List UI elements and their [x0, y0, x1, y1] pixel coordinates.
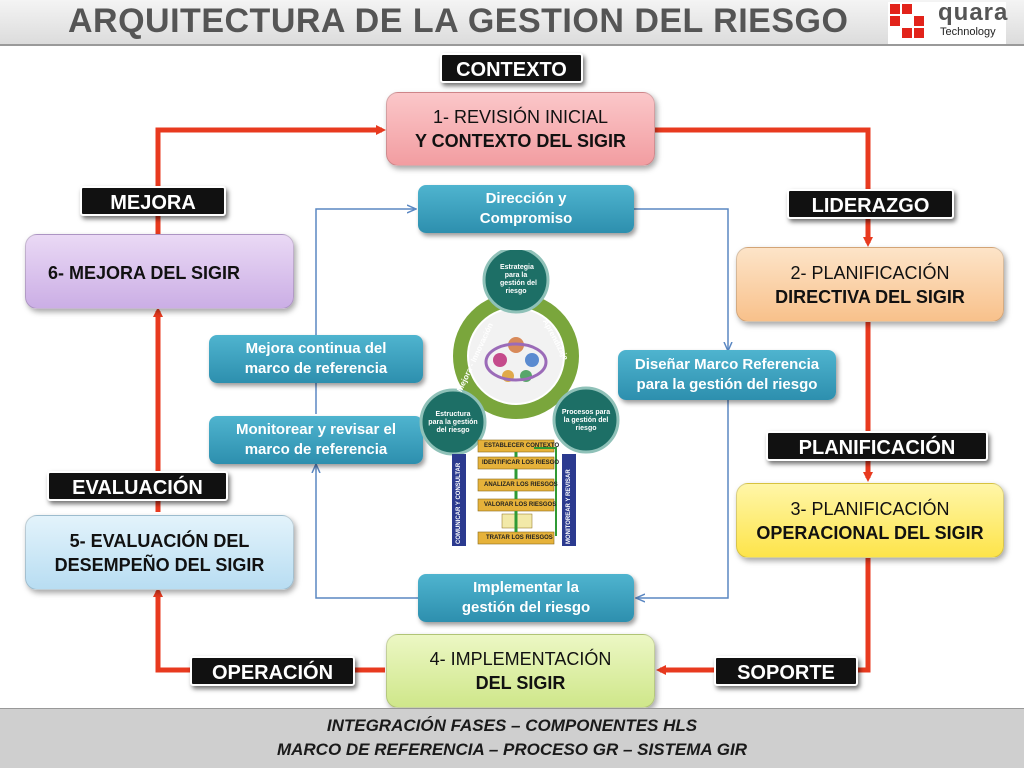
top-circle-line1: Estrategia: [500, 264, 534, 271]
center-risk-process-graphic: Estrategia para la gestión del riesgo Es…: [416, 246, 622, 550]
inner-direccion-compromiso: Dirección y Compromiso: [418, 185, 634, 233]
phase-6-line1: 6- MEJORA DEL SIGIR: [48, 263, 241, 283]
inner-mejora-continua: Mejora continua del marco de referencia: [209, 335, 423, 383]
top-circle-label: Estrategia para la gestión del riesgo: [500, 264, 537, 296]
left-circle-label: Estructura para la gestión del riesgo: [428, 411, 478, 435]
inner-implementar-line1: Implementar la: [473, 579, 579, 596]
right-circle-line1: Procesos para: [561, 409, 611, 416]
right-circle-line3: riesgo: [575, 425, 597, 432]
arrow-dir-to-dis: [634, 208, 728, 349]
company-logo: quara Technology: [888, 0, 1009, 44]
inner-mejora-line2: marco de referencia: [244, 360, 388, 377]
arrow-imp-to-mon: [316, 466, 418, 599]
logo-word: quara: [938, 0, 1009, 26]
arrow-p3-to-p4: [656, 558, 871, 675]
side-right-label: MONITOREAR Y REVISAR: [566, 469, 572, 544]
footer-line-1: INTEGRACIÓN FASES – COMPONENTES HLS: [326, 716, 698, 735]
side-left-label: COMUNICAR Y CONSULTAR: [456, 462, 462, 544]
header-bar: ARQUITECTURA DE LA GESTION DEL RIESGO qu…: [0, 0, 1024, 46]
top-circle-line4: riesgo: [505, 288, 527, 295]
phase-3-line2: OPERACIONAL DEL SIGIR: [756, 522, 984, 543]
logo-subtitle: Technology: [940, 26, 996, 38]
phase-5-line1: 5- EVALUACIÓN DEL: [69, 530, 250, 551]
footer-line-2: MARCO DE REFERENCIA – PROCESO GR – SISTE…: [276, 740, 748, 759]
phase-2-planificacion-directiva: 2- PLANIFICACIÓN DIRECTIVA DEL SIGIR: [736, 247, 1004, 322]
center-graphic-shapes: [419, 246, 620, 546]
phase-5-line2: DESEMPEÑO DEL SIGIR: [54, 554, 265, 575]
step-4-label: VALORAR LOS RIESGOS: [484, 502, 557, 508]
phase-4-implementacion: 4- IMPLEMENTACIÓN DEL SIGIR: [386, 634, 655, 708]
inner-implementar-line2: gestión del riesgo: [461, 599, 591, 616]
page-title: ARQUITECTURA DE LA GESTION DEL RIESGO: [68, 2, 849, 40]
phase-1-line1: 1- REVISIÓN INICIAL: [432, 107, 609, 127]
phase-4-line2: DEL SIGIR: [475, 673, 566, 693]
phase-1-revision-inicial: 1- REVISIÓN INICIAL Y CONTEXTO DEL SIGIR: [386, 92, 655, 166]
phase-3-line1: 3- PLANIFICACIÓN: [790, 498, 950, 519]
footer-bar: INTEGRACIÓN FASES – COMPONENTES HLS MARC…: [0, 708, 1024, 768]
tag-operacion: OPERACIÓN: [190, 656, 355, 686]
inner-implementar: Implementar la gestión del riesgo: [418, 574, 634, 622]
inner-disenar-line2: para la gestión del riesgo: [636, 376, 818, 393]
logo-mark-icon: [890, 4, 924, 38]
arrow-p6-to-p1: [155, 125, 386, 234]
left-circle-line1: Estructura: [435, 411, 471, 418]
top-circle-line2: para la: [504, 272, 528, 279]
inner-disenar-marco: Diseñar Marco Referencia para la gestión…: [618, 350, 836, 400]
phase-2-line2: DIRECTIVA DEL SIGIR: [775, 286, 965, 307]
step-5-label: TRATAR LOS RIESGOS: [486, 535, 553, 541]
arrow-mej-to-dir: [315, 209, 414, 335]
phase-1-line2: Y CONTEXTO DEL SIGIR: [414, 131, 627, 151]
phase-6-mejora: 6- MEJORA DEL SIGIR: [25, 234, 294, 309]
tag-contexto: CONTEXTO: [440, 53, 583, 83]
tag-liderazgo: LIDERAZGO: [787, 189, 954, 219]
phase-5-evaluacion: 5- EVALUACIÓN DEL DESEMPEÑO DEL SIGIR: [25, 515, 294, 590]
tag-mejora: MEJORA: [80, 186, 226, 216]
step-1-label: ESTABLECER CONTEXTO: [484, 443, 560, 449]
left-circle-line2: para la gestión: [428, 419, 478, 426]
tag-soporte: SOPORTE: [714, 656, 858, 686]
phase-2-line1: 2- PLANIFICACIÓN: [790, 262, 950, 283]
inner-monitorear-line2: marco de referencia: [244, 441, 388, 458]
phase-3-planificacion-operacional: 3- PLANIFICACIÓN OPERACIONAL DEL SIGIR: [736, 483, 1004, 558]
inner-direccion-line1: Dirección y: [485, 190, 567, 207]
inner-disenar-line1: Diseñar Marco Referencia: [634, 356, 820, 373]
tag-planificacion: PLANIFICACIÓN: [766, 431, 988, 461]
inner-monitorear-line1: Monitorear y revisar el: [235, 421, 397, 438]
arrow-dis-to-imp: [638, 400, 729, 598]
inner-monitorear: Monitorear y revisar el marco de referen…: [209, 416, 423, 464]
tag-evaluacion: EVALUACIÓN: [47, 471, 228, 501]
right-circle-label: Procesos para la gestión del riesgo: [561, 409, 611, 433]
top-circle-line3: gestión del: [500, 280, 537, 287]
step-3-label: ANALIZAR LOS RIESGOS: [484, 482, 558, 488]
inner-cycle-arrows: [316, 209, 728, 598]
arrow-p1-to-p2: [655, 127, 873, 247]
inner-mejora-line1: Mejora continua del: [245, 340, 387, 357]
inner-direccion-line2: Compromiso: [479, 210, 573, 227]
step-2-label: IDENTIFICAR LOS RIESGO: [482, 460, 560, 466]
phase-4-line1: 4- IMPLEMENTACIÓN: [429, 649, 612, 669]
left-circle-line3: del riesgo: [436, 427, 470, 434]
right-circle-line2: la gestión del: [563, 417, 609, 424]
